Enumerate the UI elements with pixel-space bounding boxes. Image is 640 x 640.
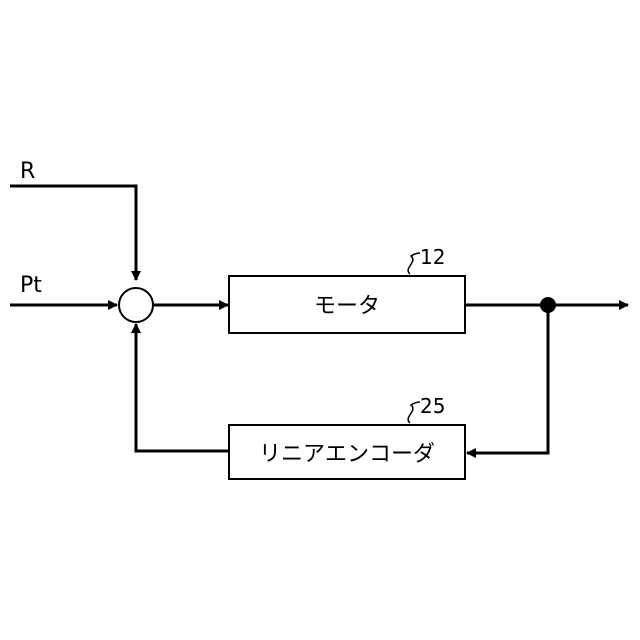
input-label-r: R <box>20 159 35 184</box>
encoder-ref-number: 25 <box>420 394 445 418</box>
feedback-line-to-junction <box>136 324 229 451</box>
linear-encoder-block-label: リニアエンコーダ <box>259 442 435 467</box>
motor-ref-leader <box>408 253 420 274</box>
feedback-line-to-encoder <box>467 305 548 453</box>
motor-block-label: モータ <box>314 294 380 319</box>
input-label-pt: Pt <box>20 273 42 298</box>
input-line-r <box>10 186 136 280</box>
motor-ref-number: 12 <box>420 245 445 269</box>
encoder-ref-leader <box>408 402 420 423</box>
summing-junction <box>119 288 153 322</box>
